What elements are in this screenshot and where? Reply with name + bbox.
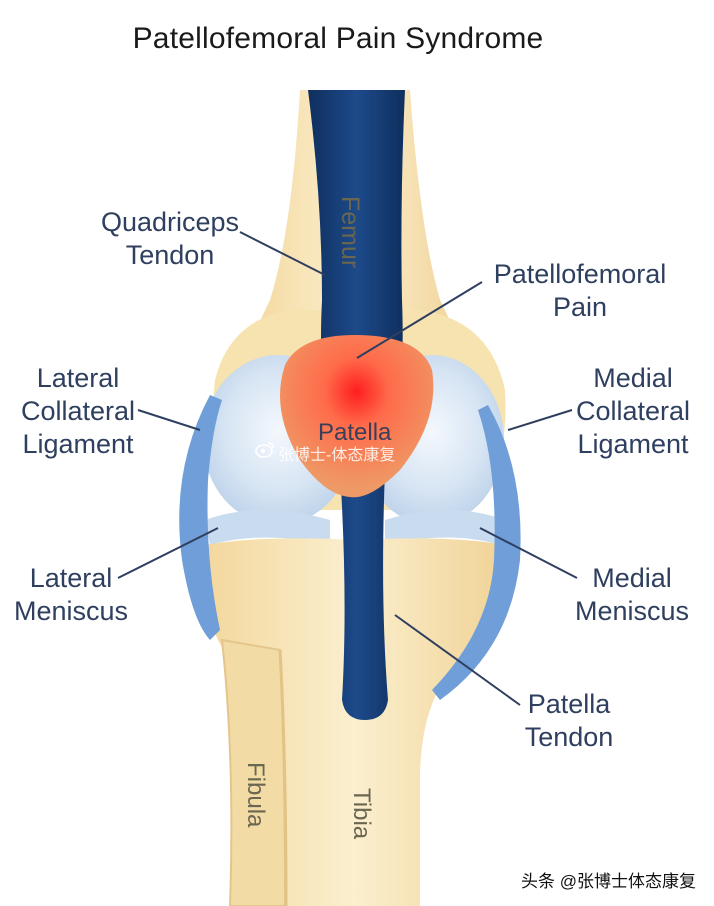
label-lateral-meniscus: Lateral Meniscus [13, 563, 129, 626]
label-lateral-collateral-ligament: Lateral Collateral Ligament [20, 363, 136, 459]
label-patella: Patella [318, 419, 392, 446]
patella-shape [280, 335, 434, 498]
label-medial-collateral-ligament: Medial Collateral Ligament [575, 363, 691, 459]
label-tibia: Tibia [348, 788, 375, 840]
medial-collateral-ligament-shape [432, 405, 521, 700]
label-medial-meniscus: Medial Meniscus [574, 563, 690, 626]
lateral-meniscus-shape [205, 510, 330, 545]
diagram-title: Patellofemoral Pain Syndrome [132, 22, 544, 55]
medial-meniscus-shape [385, 510, 505, 545]
weibo-icon [255, 442, 274, 458]
label-quadriceps-tendon: Quadriceps Tendon [100, 207, 240, 270]
watermark-text: 张博士-体态康复 [278, 447, 396, 464]
lateral-collateral-ligament-shape [179, 395, 222, 640]
label-femur: Femur [336, 196, 364, 269]
leader-lines [117, 231, 578, 706]
source-footer: 头条 @张博士体态康复 [521, 872, 696, 891]
label-fibula: Fibula [242, 762, 269, 828]
tibia-bone [202, 538, 507, 906]
label-patellofemoral-pain: Patellofemoral Pain [493, 259, 667, 322]
label-patella-tendon: Patella Tendon [524, 689, 614, 752]
